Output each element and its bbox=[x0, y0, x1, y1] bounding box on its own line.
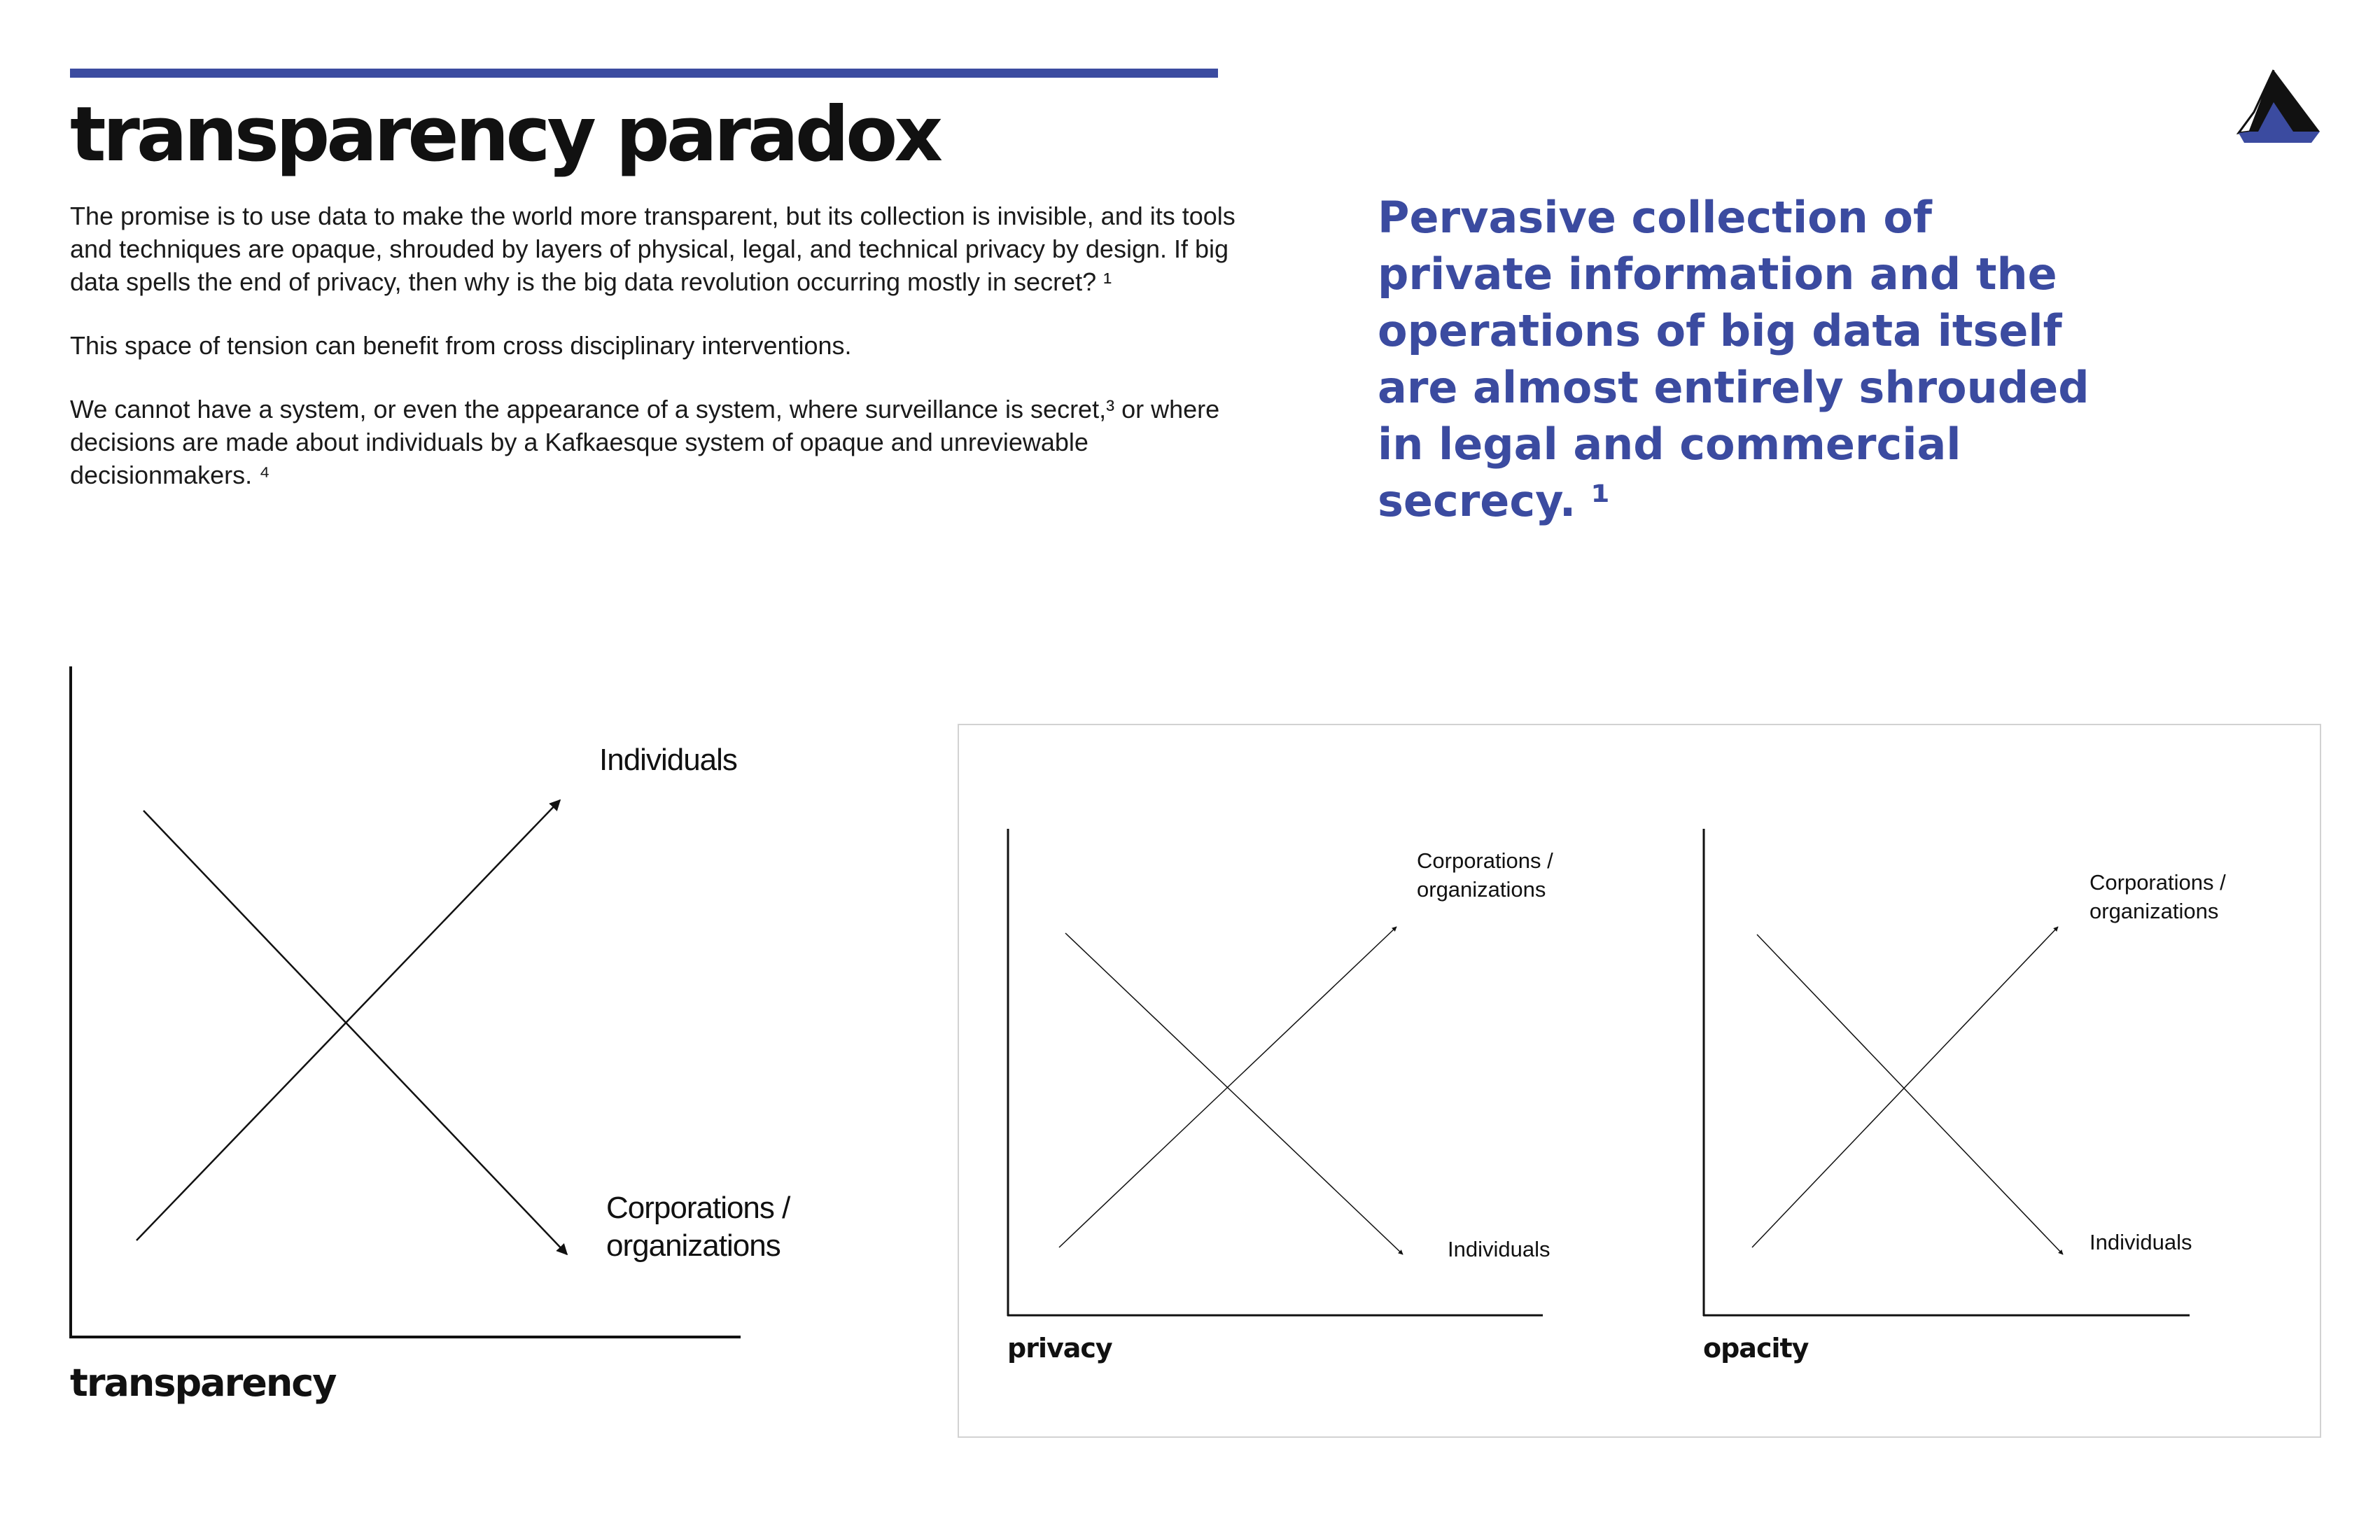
transparency-rising-label: Individuals bbox=[599, 743, 738, 777]
transparency-falling-arrow bbox=[143, 810, 568, 1256]
triangle-logo-icon bbox=[2236, 69, 2320, 143]
top-accent-rule bbox=[70, 69, 1218, 78]
opacity-rising-arrow bbox=[1751, 926, 2059, 1248]
opacity-rising-label: Corporations / organizations bbox=[2090, 870, 2226, 923]
privacy-falling-arrow bbox=[1065, 932, 1404, 1255]
paragraph-surveillance: We cannot have a system, or even the app… bbox=[70, 395, 1220, 489]
pull-quote: Pervasive collection of private informat… bbox=[1378, 192, 2090, 526]
comparison-panel bbox=[958, 724, 2321, 1438]
opacity-axis-label: opacity bbox=[1703, 1333, 1809, 1364]
intro-text: The promise is to use data to make the w… bbox=[70, 200, 1246, 522]
transparency-falling-label: Corporations / organizations bbox=[606, 1191, 790, 1263]
opacity-falling-label: Individuals bbox=[2090, 1230, 2192, 1254]
transparency-axis-label: transparency bbox=[70, 1361, 337, 1405]
privacy-rising-label: Corporations / organizations bbox=[1417, 848, 1553, 902]
paragraph-tension: This space of tension can benefit from c… bbox=[70, 331, 852, 360]
privacy-falling-label: Individuals bbox=[1448, 1237, 1550, 1261]
opacity-falling-arrow bbox=[1756, 934, 2064, 1255]
paragraph-promise: The promise is to use data to make the w… bbox=[70, 202, 1236, 296]
privacy-axis-label: privacy bbox=[1007, 1333, 1113, 1364]
transparency-rising-arrow bbox=[136, 799, 561, 1241]
page-title: transparency paradox bbox=[70, 91, 943, 178]
